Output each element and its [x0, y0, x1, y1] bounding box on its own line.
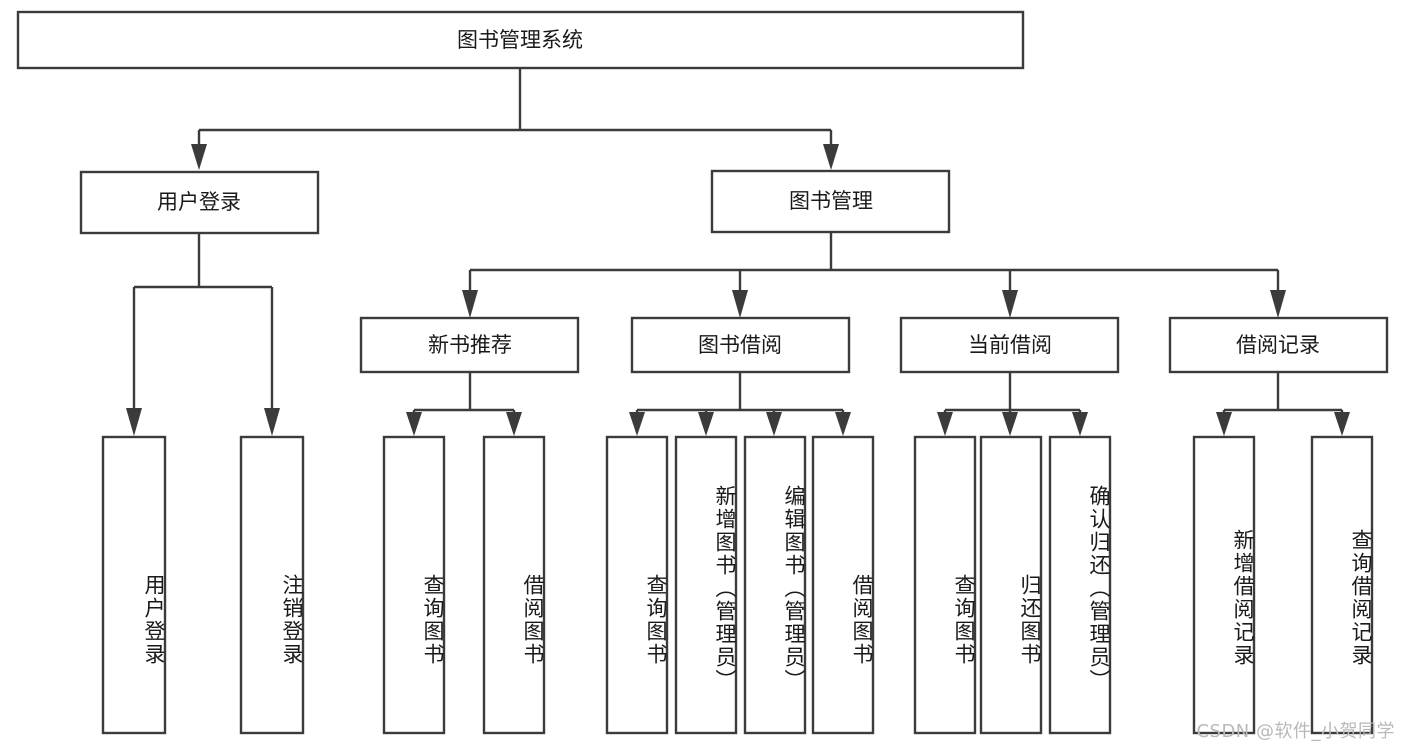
arrow-to-book-manage — [823, 144, 839, 170]
arrow-cb-leaf-1 — [937, 412, 953, 436]
arrow-cb-leaf-2 — [1002, 412, 1018, 436]
arrow-to-borrow-record — [1270, 290, 1286, 318]
arrow-bb-leaf-2 — [698, 412, 714, 436]
arrow-bb-leaf-3 — [766, 412, 782, 436]
node-root[interactable]: 图书管理系统 — [16, 10, 1025, 70]
leaf-box-cb-confirm-return[interactable] — [1048, 435, 1112, 735]
node-book-manage-label: 图书管理 — [789, 189, 873, 213]
node-user-login-label: 用户登录 — [157, 190, 241, 214]
leaf-box-nb-borrow-book[interactable] — [482, 435, 546, 735]
node-current-borrow-label: 当前借阅 — [968, 333, 1052, 357]
leaf-box-br-query-record[interactable] — [1310, 435, 1374, 735]
arrow-bb-leaf-4 — [835, 412, 851, 436]
leaf-boxes-current-borrow — [913, 435, 1112, 735]
node-borrow-record[interactable]: 借阅记录 — [1168, 316, 1389, 374]
leaf-box-cb-return-book[interactable] — [979, 435, 1043, 735]
arrow-br-leaf-1 — [1216, 412, 1232, 436]
node-new-book-recommend-label: 新书推荐 — [428, 333, 512, 357]
node-new-book-recommend[interactable]: 新书推荐 — [359, 316, 580, 374]
node-book-borrow-label: 图书借阅 — [698, 333, 782, 357]
node-user-login-box[interactable] — [79, 170, 320, 235]
leaf-box-logout[interactable] — [239, 435, 305, 735]
node-current-borrow-box[interactable] — [899, 316, 1120, 374]
edges-bookborrow-to-leaves — [629, 372, 851, 436]
arrow-to-new-book-recommend — [462, 290, 478, 318]
leaf-box-bb-edit-book[interactable] — [743, 435, 807, 735]
leaf-box-bb-borrow-book[interactable] — [811, 435, 875, 735]
node-user-login[interactable]: 用户登录 — [79, 170, 320, 235]
arrow-br-leaf-2 — [1334, 412, 1350, 436]
node-book-borrow[interactable]: 图书借阅 — [630, 316, 851, 374]
leaf-boxes-borrow-record — [1192, 435, 1374, 735]
arrow-nb-leaf-1 — [406, 412, 422, 436]
node-root-box[interactable] — [16, 10, 1025, 70]
edges-currentborrow-to-leaves — [937, 372, 1088, 436]
arrow-to-current-borrow — [1002, 290, 1018, 318]
arrow-to-book-borrow — [732, 290, 748, 318]
edges-root-to-level1 — [191, 68, 839, 170]
node-new-book-recommend-box[interactable] — [359, 316, 580, 374]
node-borrow-record-box[interactable] — [1168, 316, 1389, 374]
node-book-borrow-box[interactable] — [630, 316, 851, 374]
node-book-manage[interactable]: 图书管理 — [710, 169, 951, 234]
leaf-box-bb-add-book[interactable] — [674, 435, 738, 735]
edges-bookmanage-to-level2 — [462, 232, 1286, 318]
arrow-cb-leaf-3 — [1072, 412, 1088, 436]
csdn-watermark: CSDN @软件_小贺同学 — [1196, 721, 1395, 742]
node-borrow-record-label: 借阅记录 — [1236, 333, 1320, 357]
arrow-leaf-user-login — [126, 408, 142, 436]
node-book-manage-box[interactable] — [710, 169, 951, 234]
arrow-leaf-logout — [264, 408, 280, 436]
arrow-to-user-login — [191, 144, 207, 170]
leaf-boxes-new-book-recommend — [382, 435, 546, 735]
leaf-box-cb-query-book[interactable] — [913, 435, 977, 735]
edges-borrowrecord-to-leaves — [1216, 372, 1350, 436]
leaf-boxes-user-login — [101, 435, 305, 735]
leaf-box-bb-query-book[interactable] — [605, 435, 669, 735]
edges-userlogin-to-leaves — [126, 233, 280, 436]
leaf-box-br-add-record[interactable] — [1192, 435, 1256, 735]
edges-newbook-to-leaves — [406, 372, 522, 436]
leaf-box-nb-query-book[interactable] — [382, 435, 446, 735]
node-current-borrow[interactable]: 当前借阅 — [899, 316, 1120, 374]
arrow-nb-leaf-2 — [506, 412, 522, 436]
node-root-label: 图书管理系统 — [457, 28, 583, 52]
leaf-box-user-login[interactable] — [101, 435, 167, 735]
arrow-bb-leaf-1 — [629, 412, 645, 436]
leaf-boxes-book-borrow — [605, 435, 875, 735]
